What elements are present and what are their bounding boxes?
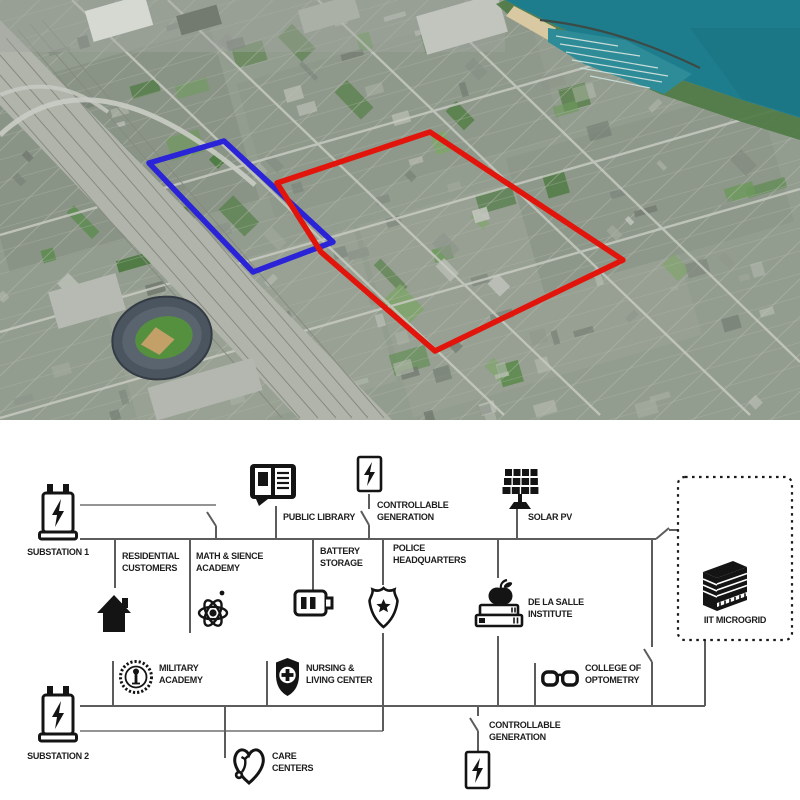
substation1-transformer-icon [38,482,78,544]
aerial-map [0,0,800,453]
nursing-living-center-label: NURSING & LIVING CENTER [306,663,373,685]
aerial-map-svg [0,0,800,453]
lake-deep [690,28,800,116]
math-science-academy-label: MATH & SIENCE ACADEMY [196,551,264,573]
feeder-lines [80,504,383,732]
residential-customers-label: RESIDENTIAL CUSTOMERS [122,551,180,573]
police-badge-icon [368,585,399,633]
solar-pv-label: SOLAR PV [528,512,573,522]
microgrid-diagram [0,420,800,800]
open-book-icon [248,458,298,506]
substation2-transformer-icon [38,684,78,746]
beach [506,6,556,40]
study-zone-red [274,129,626,354]
iit-microgrid-boundary [676,475,794,642]
marina-docks [555,35,669,89]
public-library-label: PUBLIC LIBRARY [283,512,356,522]
atom-icon [196,586,230,634]
substation1-label: SUBSTATION 1 [27,547,89,557]
apple-on-books-icon [474,578,526,636]
industrial-strip [0,0,508,55]
military-academy-label: MILITARY ACADEMY [159,663,203,685]
controllable-generation-2-icon [464,750,491,792]
controllable-generation-1-label: CONTROLLABLE GENERATION [377,500,449,522]
nursing-shield-icon [274,656,301,698]
substation2-label: SUBSTATION 2 [27,751,89,761]
breakwater [539,18,701,69]
de-la-salle-label: DE LA SALLE INSTITUTE [528,597,584,619]
bus-lines [80,494,706,758]
military-emblem-icon [118,657,154,697]
iit-building-icon [699,558,751,614]
iit-microgrid-label: IIT MICROGRID [703,615,767,625]
wiring-svg [80,475,794,758]
house-icon [96,592,132,634]
police-headquarters-label: POLICE HEADQUARTERS [393,543,467,565]
battery-icon [293,588,335,618]
eyeglasses-icon [541,666,579,694]
care-centers-label: CARE CENTERS [272,751,314,773]
battery-storage-label: BATTERY STORAGE [320,546,363,568]
controllable-generation-1-icon [356,455,383,495]
college-optometry-label: COLLEGE OF OPTOMETRY [585,663,641,685]
stadium [48,273,263,421]
study-zone-blue [146,138,336,275]
care-heart-icon [230,742,268,788]
solar-panel-icon [496,466,542,510]
controllable-generation-2-label: CONTROLLABLE GENERATION [489,720,561,742]
